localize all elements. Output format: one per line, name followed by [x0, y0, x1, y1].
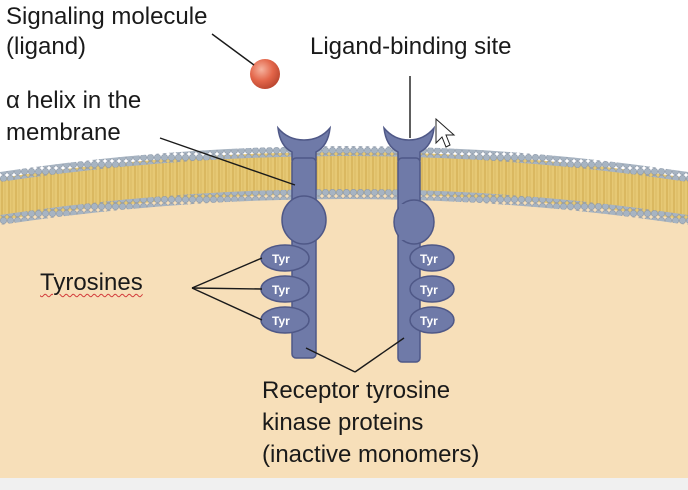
label-ligand-binding-site: Ligand-binding site	[310, 33, 512, 60]
label-tyrosines: Tyrosines	[40, 269, 143, 296]
leader-tyrosine	[191, 287, 263, 321]
cytoplasm	[0, 152, 688, 478]
leader-receptor	[354, 337, 405, 373]
receptor-monomer-right: Tyr Tyr Tyr	[382, 125, 455, 363]
bottom-strip	[0, 478, 688, 490]
tyr-label: Tyr	[420, 283, 438, 297]
label-signaling-molecule: Signaling molecule	[6, 3, 208, 30]
mouse-cursor-icon	[435, 117, 456, 148]
tyr-knob	[409, 275, 455, 303]
tyr-label: Tyr	[272, 314, 290, 328]
ligand-binding-cup-left	[276, 125, 332, 161]
label-alpha-helix: α helix in the	[6, 87, 142, 114]
tyr-label: Tyr	[420, 252, 438, 266]
label-receptor-tyrosine-kinase: Receptor tyrosine	[262, 377, 451, 404]
leader-tyrosine	[191, 257, 263, 289]
label-signaling-molecule: (ligand)	[6, 33, 87, 60]
tyr-label: Tyr	[272, 252, 290, 266]
signaling-molecule-ligand	[250, 59, 280, 89]
tyr-knob	[409, 244, 455, 272]
leader-tyrosine	[191, 287, 263, 290]
label-receptor-tyrosine-kinase: (inactive monomers)	[262, 441, 480, 468]
membrane-head-inner	[0, 189, 688, 225]
label-alpha-helix: membrane	[6, 119, 121, 146]
leader-receptor	[305, 347, 356, 373]
receptor-monomer-left: Tyr Tyr Tyr	[260, 125, 332, 359]
tyr-label: Tyr	[420, 314, 438, 328]
label-receptor-tyrosine-kinase: kinase proteins	[262, 409, 424, 436]
leader-ligand	[211, 33, 255, 66]
ligand-binding-cup-right	[382, 125, 436, 161]
tyr-label: Tyr	[272, 283, 290, 297]
membrane-head-outer	[0, 146, 688, 182]
leader-lines	[159, 33, 411, 373]
leader-alpha-helix	[159, 137, 296, 186]
tyr-knob	[409, 306, 455, 334]
membrane-tails	[0, 152, 688, 220]
